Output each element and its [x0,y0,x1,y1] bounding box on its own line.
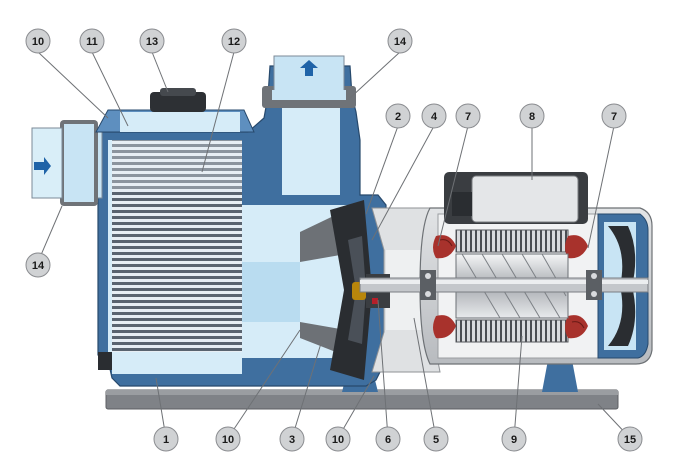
callout-15: 15 [617,426,643,452]
callout-label: 11 [86,36,98,48]
drain-plug [98,352,112,370]
stator [455,229,569,343]
outlet-arrow-icon [300,60,318,76]
callout-label: 12 [228,36,240,48]
callout-10-bottom-left: 10 [215,426,241,452]
callout-14-top: 14 [387,28,413,54]
leader-10-top [37,51,109,119]
callout-7-left: 7 [455,103,481,129]
leader-6 [377,299,389,439]
leader-2 [365,125,399,215]
callout-6: 6 [375,426,401,452]
callout-label: 10 [32,36,44,48]
windings [433,235,588,339]
callout-2: 2 [385,103,411,129]
callout-11: 11 [79,28,105,54]
callout-label: 3 [289,434,295,446]
leader-13 [151,51,169,93]
callout-7-right: 7 [601,103,627,129]
callout-13: 13 [139,28,165,54]
callout-label: 8 [529,111,535,123]
callouts: 10 11 13 12 14 2 4 7 8 7 14 1 10 3 10 6 … [25,28,643,452]
pump-housing [97,65,387,387]
callout-10-bottom-right: 10 [325,426,351,452]
callout-5: 5 [423,426,449,452]
leader-14-top [349,51,401,99]
leader-9 [513,335,523,439]
leader-5 [413,317,437,439]
leader-7-right [587,125,615,249]
impeller [330,200,372,380]
callout-label: 5 [433,434,439,446]
callout-label: 14 [32,260,45,272]
base-rail [105,389,619,410]
callout-10-top: 10 [25,28,51,54]
callout-label: 1 [163,434,169,446]
capacitor-box [444,172,588,224]
callout-1: 1 [153,426,179,452]
callout-label: 2 [395,111,401,123]
leader-3 [291,339,323,439]
callout-label: 6 [385,434,391,446]
callout-14-left: 14 [25,252,51,278]
bearing-rear [586,270,602,300]
callout-3: 3 [279,426,305,452]
callout-label: 14 [394,36,407,48]
callout-label: 10 [222,434,234,446]
leader-12 [201,51,235,173]
bearing-front [420,270,436,300]
leader-14-left [37,205,63,263]
leader-11 [91,51,129,127]
leader-10-bottom-right [337,375,375,439]
leader-10-bottom-left [227,329,301,439]
callout-label: 13 [146,36,158,48]
callout-12: 12 [221,28,247,54]
callout-label: 9 [511,434,517,446]
leader-4 [371,125,435,241]
callout-8: 8 [519,103,545,129]
callout-label: 4 [431,111,438,123]
callout-4: 4 [421,103,447,129]
callout-9: 9 [501,426,527,452]
callout-label: 7 [465,111,471,123]
callout-label: 7 [611,111,617,123]
leader-7-left [437,125,469,247]
callout-label: 15 [624,434,636,446]
inlet-pipe [31,120,103,206]
callout-label: 10 [332,434,344,446]
shaft [359,277,649,293]
inlet-arrow-icon [34,157,51,175]
